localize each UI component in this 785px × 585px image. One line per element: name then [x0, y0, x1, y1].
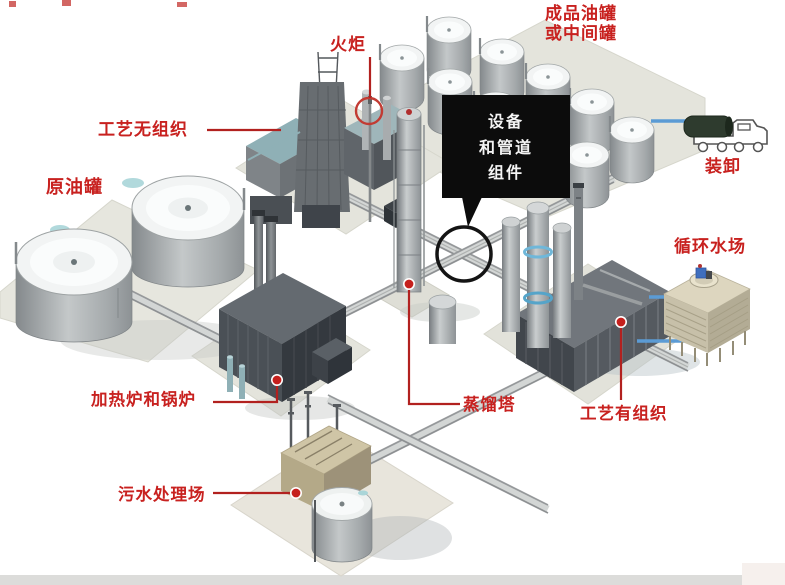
marker-distillation	[402, 277, 415, 290]
leader-heater	[213, 385, 279, 404]
process-unit-right	[428, 183, 670, 392]
equipment-callout-line2: 和管道	[478, 137, 533, 157]
small-drum	[428, 294, 457, 344]
pipe-rack-wastewater-to-right-unit	[350, 358, 566, 474]
tanker-truck	[651, 115, 768, 153]
wastewater-tank	[311, 487, 373, 563]
bottom-right-tint	[742, 563, 785, 585]
unit-chimney	[574, 186, 583, 300]
circulating-water-label: 循环水场	[674, 237, 746, 257]
truck-window	[737, 123, 751, 131]
blue-band-1	[523, 245, 553, 259]
callout-tail	[462, 197, 482, 227]
edge-artifacts	[9, 0, 187, 7]
marker-organized	[614, 315, 627, 328]
heater-boiler-unit	[219, 210, 352, 402]
pipe-crossing-highlight-circle	[435, 225, 493, 283]
chimney-2	[266, 219, 276, 317]
leader-distillation	[407, 289, 460, 406]
crude-tank-back	[131, 175, 246, 288]
equipment-callout-box: 设备 和管道 组件	[442, 95, 570, 198]
crude-tank-label: 原油罐	[46, 177, 103, 198]
crude-tank-front	[14, 228, 133, 343]
leader-lines	[207, 57, 623, 495]
fan-motor	[695, 267, 707, 279]
wastewater-label: 污水处理场	[118, 485, 206, 504]
truck-tank	[683, 115, 733, 138]
equipment-callout-line3: 组件	[487, 163, 524, 182]
truck-wheels	[697, 141, 764, 153]
cooling-tower	[663, 264, 751, 366]
main-tower	[294, 82, 350, 212]
product-tanks-label-line1: 成品油罐	[545, 4, 617, 24]
flare-label: 火炬	[330, 35, 366, 55]
crude-oil-tanks	[14, 175, 246, 343]
product-tanks-label: 成品油罐 或中间罐	[534, 4, 628, 44]
blue-band-2	[523, 291, 553, 305]
distillation-tower	[393, 107, 425, 293]
bottom-edge-strip	[0, 575, 785, 585]
boiler-roof	[219, 273, 346, 344]
process-fugitive-label: 工艺无组织	[98, 120, 188, 140]
marker-dots	[270, 277, 627, 499]
cooling-tower-legs	[669, 331, 746, 366]
distillation-label: 蒸馏塔	[463, 395, 516, 414]
process-organized-label: 工艺有组织	[580, 404, 668, 423]
equipment-callout-line1: 设备	[487, 112, 524, 131]
tower-top-vent	[406, 109, 412, 115]
pipe-rack-heater-to-se	[326, 394, 550, 514]
marker-heater	[270, 373, 283, 386]
loading-label: 装卸	[705, 157, 741, 177]
product-tanks-label-line2: 或中间罐	[545, 23, 617, 44]
heater-boiler-label: 加热炉和锅炉	[91, 390, 196, 409]
marker-wastewater	[289, 486, 302, 499]
wastewater-unit	[280, 391, 373, 563]
chimney-1	[254, 213, 263, 313]
